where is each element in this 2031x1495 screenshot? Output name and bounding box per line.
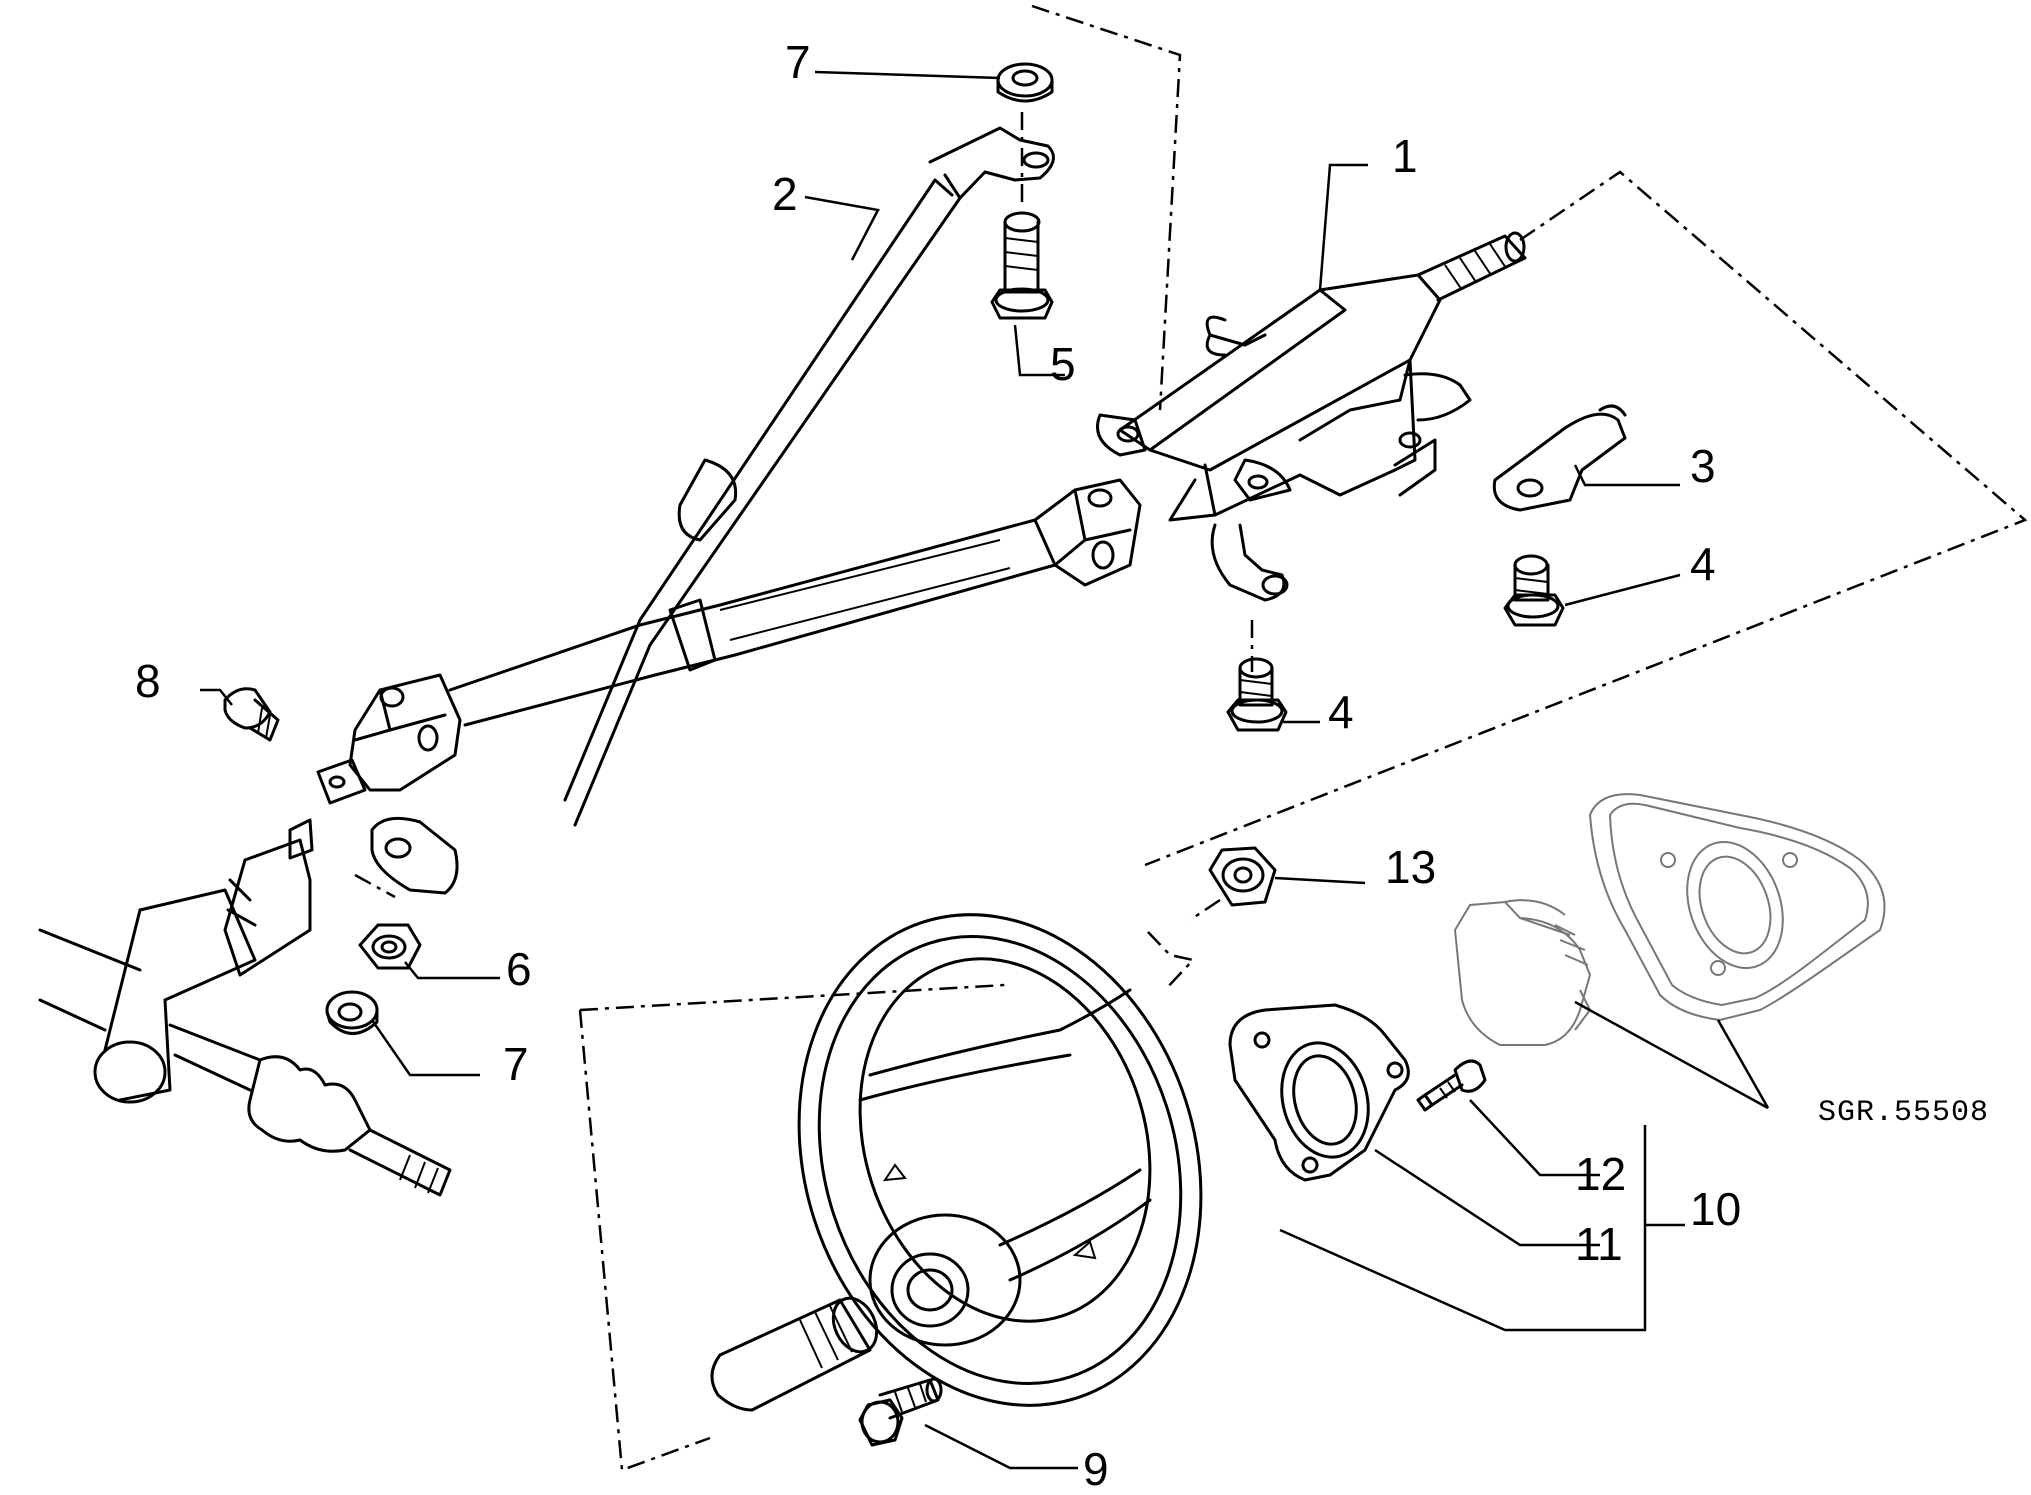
steering-wheel xyxy=(797,913,1203,1407)
washer-part-7-top xyxy=(996,62,1054,103)
callout-7-bottom: 7 xyxy=(503,1038,529,1090)
callout-9: 9 xyxy=(1083,1443,1109,1495)
horn-pad-ghost xyxy=(1453,899,1592,1046)
steering-column-part-1 xyxy=(316,231,1527,805)
bolt-part-4-lower xyxy=(1226,657,1288,732)
callout-4-right: 4 xyxy=(1690,538,1716,590)
callout-6: 6 xyxy=(506,943,532,995)
callout-7-top: 7 xyxy=(785,36,811,88)
screw-part-12 xyxy=(1416,1059,1487,1112)
washer-part-7-bottom xyxy=(325,990,379,1035)
callout-13: 13 xyxy=(1385,841,1436,893)
steering-shaft-stub xyxy=(710,1296,879,1412)
callout-2: 2 xyxy=(772,168,798,220)
hub-plate-part-11 xyxy=(1228,1003,1410,1182)
callout-4-lower: 4 xyxy=(1328,686,1354,738)
bolt-part-8 xyxy=(223,687,280,742)
assembly-boundary-lines xyxy=(354,4,2028,1472)
bolt-part-5 xyxy=(990,211,1054,320)
callout-10: 10 xyxy=(1690,1183,1741,1235)
callout-3: 3 xyxy=(1690,440,1716,492)
bolt-part-9 xyxy=(858,1377,943,1447)
callout-5: 5 xyxy=(1050,338,1076,390)
leader-lines xyxy=(200,70,1770,1470)
callouts: 7 2 1 5 3 4 4 8 6 7 13 12 11 10 9 SGR.55… xyxy=(135,36,1989,1495)
wheel-cover-ghost xyxy=(1588,793,1886,1022)
steering-rack-pinion xyxy=(38,818,452,1197)
support-bracket-part-2 xyxy=(370,126,1055,895)
callout-11: 11 xyxy=(1575,1218,1623,1270)
nut-part-6 xyxy=(358,923,422,970)
nut-part-13 xyxy=(1208,846,1277,907)
bolt-part-4-right xyxy=(1503,554,1565,627)
clip-part-3 xyxy=(1492,404,1627,512)
callout-12: 12 xyxy=(1575,1148,1626,1200)
drawing-reference: SGR.55508 xyxy=(1818,1096,1989,1130)
callout-1: 1 xyxy=(1392,130,1418,182)
callout-8: 8 xyxy=(135,655,161,707)
